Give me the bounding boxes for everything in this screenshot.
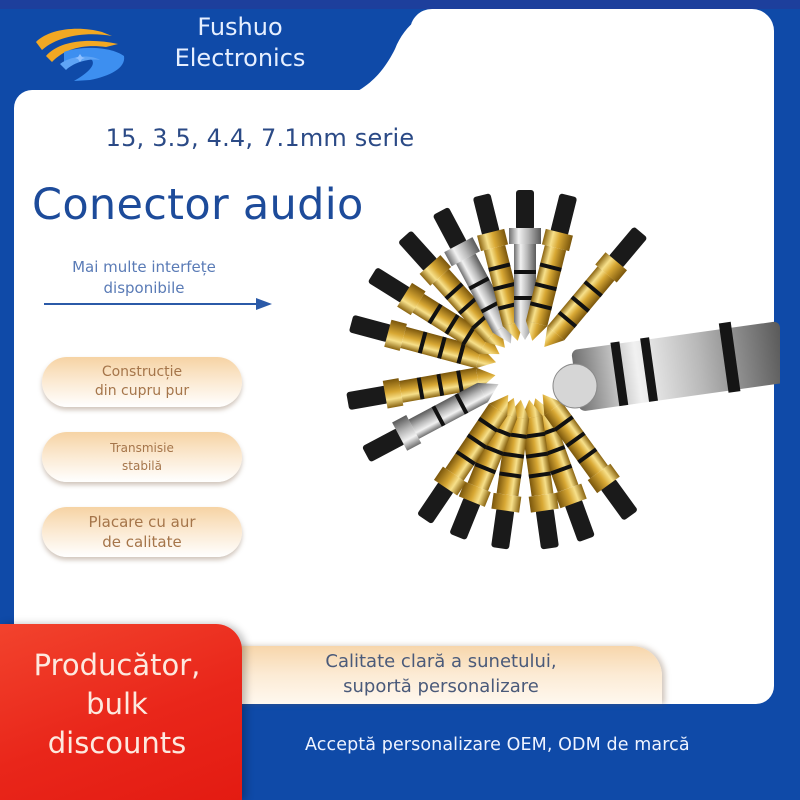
fushuo-logo-icon <box>36 28 125 81</box>
feature-line-1: Construcție <box>101 364 183 380</box>
page-title: Conector audio <box>32 180 364 230</box>
feature-line-2: din cupru pur <box>94 383 190 399</box>
arrow-right-icon <box>44 298 272 310</box>
note-line-2: disponibile <box>103 279 185 297</box>
audio-connector-plugs-image <box>345 190 780 551</box>
note-line-1: Mai multe interfețe <box>72 258 216 276</box>
quality-line-2: suportă personalizare <box>343 676 539 697</box>
brand-line-1: Fushuo <box>197 13 283 41</box>
promo-line-2: bulk <box>86 687 148 721</box>
oem-odm-text: Acceptă personalizare OEM, ODM de marcă <box>305 735 690 755</box>
feature-line-1: Transmisie <box>110 441 174 455</box>
feature-pill-gold: Placare cu aur de calitate <box>42 507 242 557</box>
feature-pill-stable: Transmisie stabilă <box>42 432 242 482</box>
promo-line-3: discounts <box>47 726 187 760</box>
manufacturer-promo-badge: Producător, bulk discounts <box>0 624 242 800</box>
top-strip <box>0 0 800 9</box>
quality-line-1: Calitate clară a sunetului, <box>325 651 557 672</box>
feature-line-2: de calitate <box>102 533 182 551</box>
feature-line-2: stabilă <box>122 459 162 473</box>
feature-line-1: Placare cu aur <box>88 513 196 531</box>
promo-line-1: Producător, <box>33 648 201 682</box>
feature-pill-copper: Construcție din cupru pur <box>42 357 242 407</box>
more-interfaces-note: Mai multe interfețe disponibile <box>44 257 244 299</box>
brand-name: Fushuo Electronics <box>165 12 315 74</box>
size-series-subtitle: 15, 3.5, 4.4, 7.1mm serie <box>105 124 415 152</box>
brand-line-2: Electronics <box>174 44 306 72</box>
